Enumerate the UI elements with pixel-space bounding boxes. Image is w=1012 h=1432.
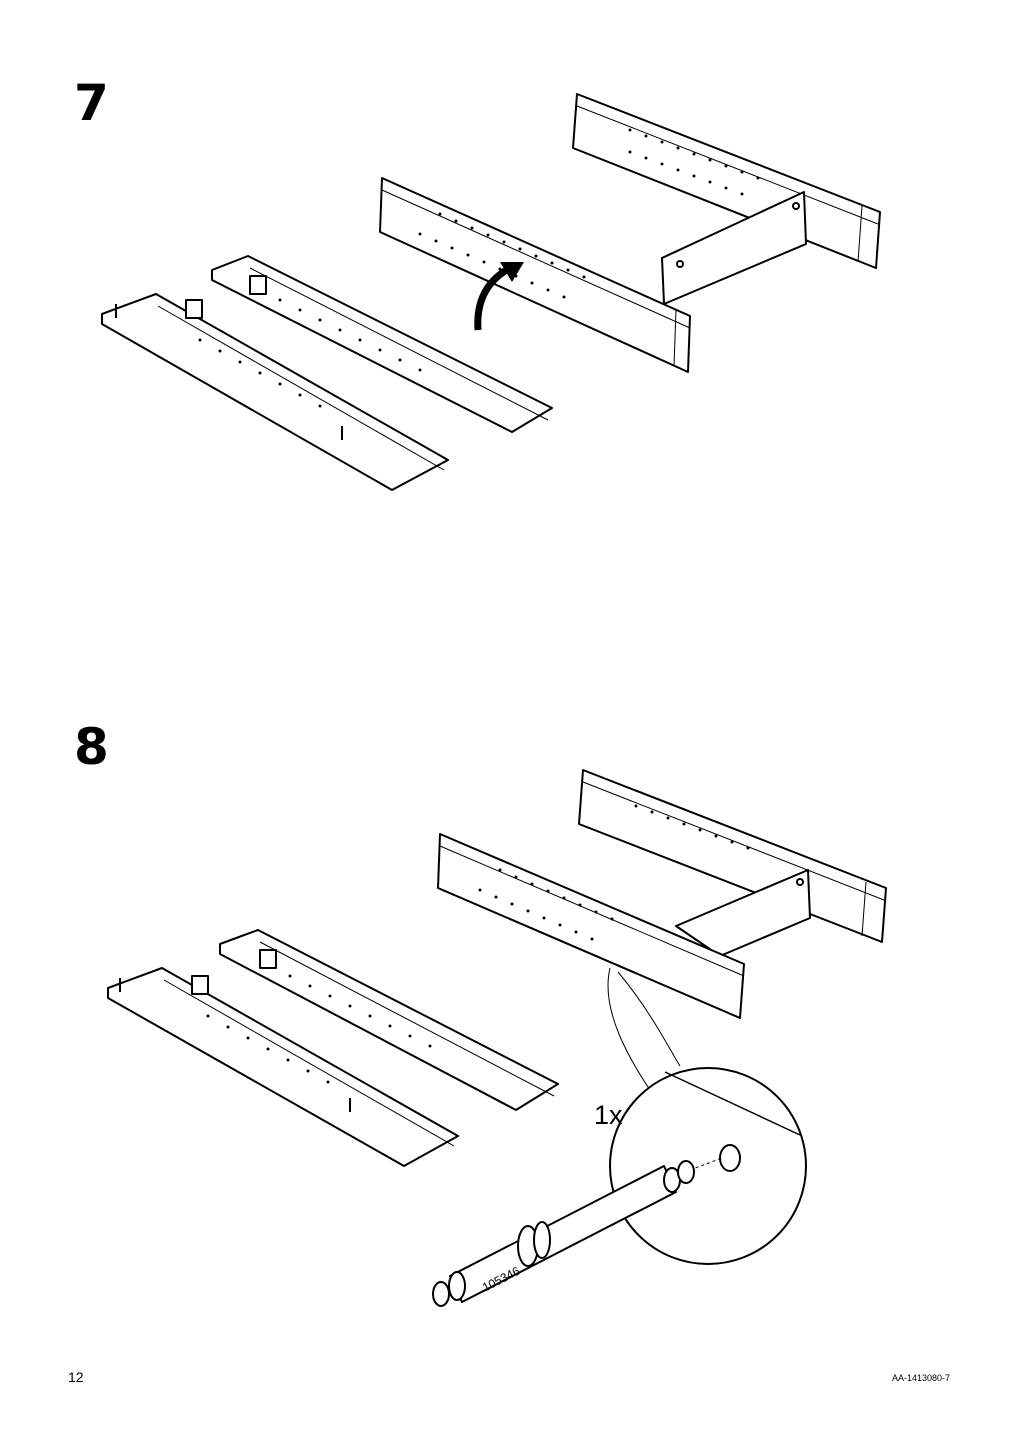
side-panel-step7 xyxy=(661,191,807,305)
flat-rail-left-step8 xyxy=(107,967,459,1167)
dowel-tool-105346 xyxy=(432,1160,695,1307)
holes-back-rail-7 xyxy=(628,128,760,196)
step-7-number: 7 xyxy=(74,74,109,132)
front-rail-step8 xyxy=(437,833,745,1019)
flat-rail-left-step7 xyxy=(101,293,449,491)
document-id: AA-1413080-7 xyxy=(891,1373,950,1383)
front-rail-step7 xyxy=(379,177,691,373)
page-number: 12 xyxy=(68,1369,84,1385)
flat-rail-middle-step7 xyxy=(211,255,553,433)
holes-flat-rails-7 xyxy=(198,298,422,408)
holes-front-rail-7 xyxy=(418,212,586,299)
flat-rail-middle-step8 xyxy=(219,929,559,1111)
quantity-label: 1x xyxy=(594,1100,623,1130)
side-panel-step8 xyxy=(675,869,811,957)
holes-step8 xyxy=(206,804,750,1084)
detail-callout xyxy=(607,967,807,1265)
lift-arrow-head xyxy=(500,262,524,282)
step-8-number: 8 xyxy=(74,718,109,776)
lift-arrow-icon xyxy=(474,264,512,331)
